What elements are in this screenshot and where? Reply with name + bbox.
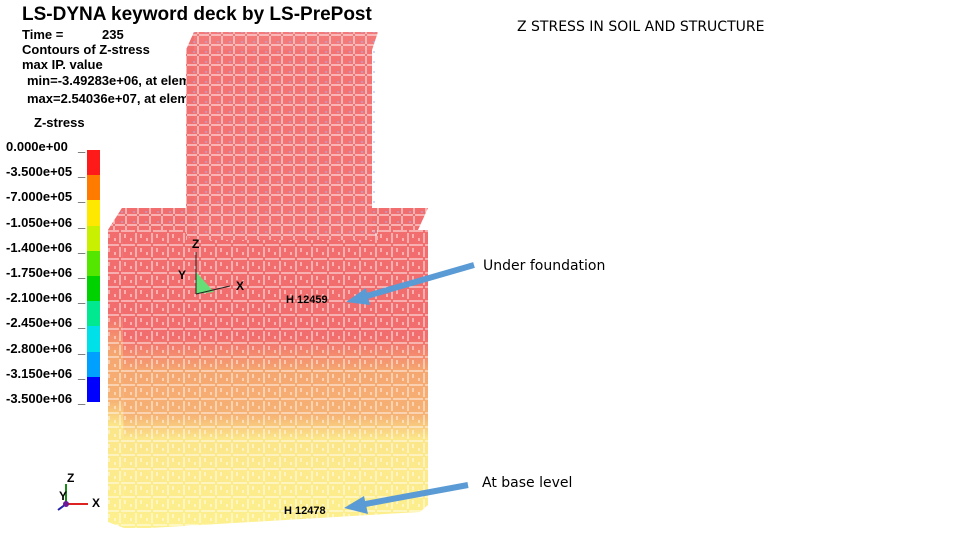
triad-y-label: Y <box>178 268 187 282</box>
legend-tick-label: 0.000e+00 <box>6 139 68 154</box>
scale-band-5 <box>87 276 100 301</box>
legend-tick-label: -2.450e+06 <box>6 315 73 331</box>
corner-z-label: Z <box>67 471 75 485</box>
figure-title: Z STRESS IN SOIL AND STRUCTURE <box>517 19 765 35</box>
scale-band-3 <box>87 226 100 251</box>
scale-band-8 <box>87 352 100 377</box>
legend-tick-label: -2.100e+06 <box>6 290 73 306</box>
arrow-head-upper <box>346 288 370 305</box>
corner-x-label: X <box>92 496 101 510</box>
soil-side-mesh <box>108 208 124 528</box>
legend-tick-mark: _ <box>78 315 86 331</box>
legend-label: Z-stress <box>34 115 85 130</box>
legend-tick-mark: _ <box>78 340 86 356</box>
legend-tick-mark: _ <box>78 239 86 255</box>
annotation-base-level: At base level <box>482 475 573 491</box>
scale-band-2 <box>87 200 100 226</box>
legend-tick-label: -1.750e+06 <box>6 265 73 280</box>
legend-tick-mark: _ <box>78 391 86 406</box>
legend-tick-label: -1.050e+06 <box>6 214 73 230</box>
triad-x-axis <box>195 285 231 295</box>
triad-x-label: X <box>236 279 245 293</box>
corner-origin <box>63 501 69 507</box>
scale-band-0 <box>87 150 100 175</box>
legend-tick-mark: _ <box>78 214 86 230</box>
legend-tick-mark: _ <box>78 290 86 306</box>
max-ip-label: max IP. value <box>22 57 103 72</box>
scale-band-1 <box>87 175 100 200</box>
scale-band-6 <box>87 301 100 326</box>
scale-band-7 <box>87 326 100 352</box>
corner-y-label: Y <box>59 489 68 503</box>
structure-mesh <box>186 32 378 240</box>
legend-tick-label: -2.800e+06 <box>6 340 73 356</box>
max-value-line: max=2.54036e+07, at elem# 48832 <box>27 91 236 106</box>
scale-band-9 <box>87 377 100 402</box>
legend-tick-mark: _ <box>78 189 86 205</box>
triad-plane <box>196 272 214 294</box>
arrow-under-foundation <box>359 262 475 301</box>
legend-tick-mark: _ <box>78 365 86 381</box>
triad-z-label: Z <box>192 237 200 251</box>
min-value-line: min=-3.49283e+06, at elem# 48745 <box>27 73 238 88</box>
legend-tick-label: -3.150e+06 <box>6 365 73 381</box>
contours-label: Contours of Z-stress <box>22 42 150 57</box>
legend-tick-mark: _ <box>78 164 86 180</box>
soil-front-mesh <box>122 230 428 528</box>
color-scale-bar <box>87 150 100 402</box>
legend-tick-label: -3.500e+06 <box>6 391 73 406</box>
time-value: 235 <box>102 27 124 42</box>
arrow-base-level <box>359 482 469 508</box>
app-title: LS-DYNA keyword deck by LS-PrePost <box>22 4 372 25</box>
legend-tick-label: -1.400e+06 <box>6 239 73 255</box>
legend-tick-label: -3.500e+05 <box>6 164 73 180</box>
arrow-head-lower <box>344 496 368 514</box>
node-label-upper: H 12459 <box>286 294 328 306</box>
legend-tick-mark: _ <box>78 265 86 280</box>
node-label-lower: H 12478 <box>284 505 326 517</box>
scale-band-4 <box>87 251 100 276</box>
legend-tick-label: -7.000e+05 <box>6 189 73 205</box>
annotation-under-foundation: Under foundation <box>483 258 606 274</box>
legend-tick-mark: _ <box>78 139 86 154</box>
time-label: Time = <box>22 27 64 42</box>
